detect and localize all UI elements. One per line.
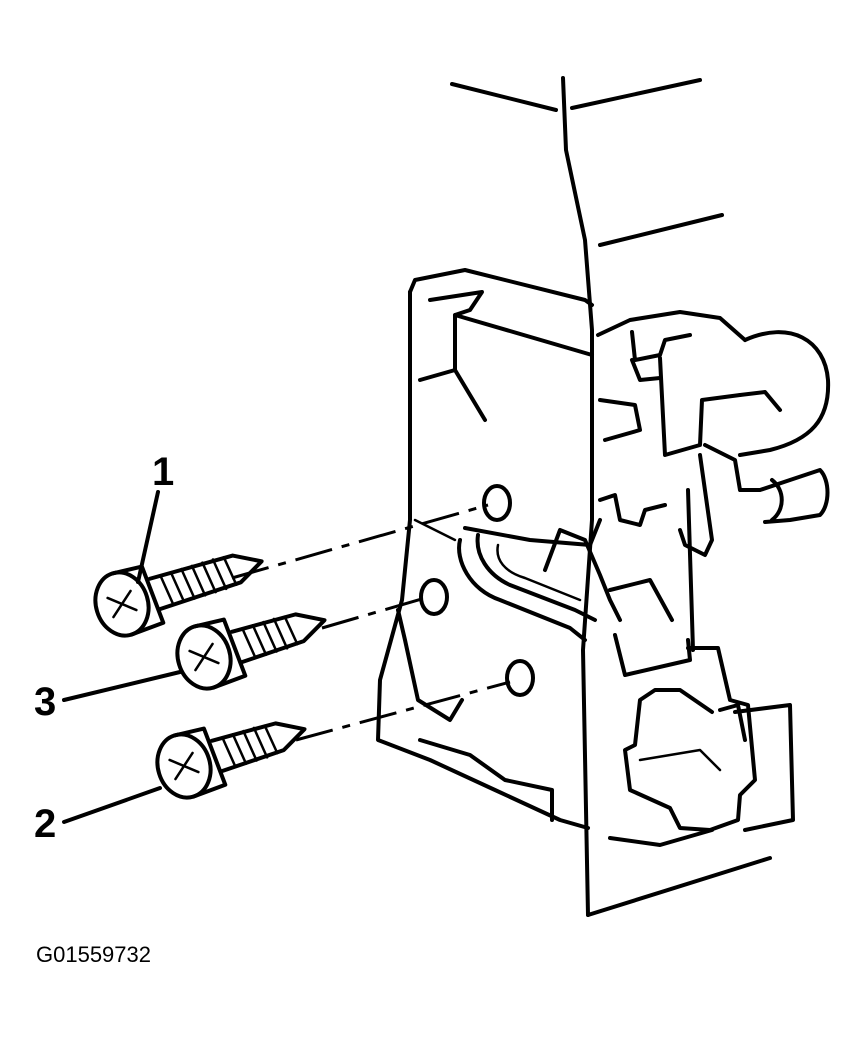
leader-lines xyxy=(62,490,182,824)
latch-fork xyxy=(457,493,692,677)
alignment-line-screw-1 xyxy=(231,503,489,580)
latch-actuator xyxy=(596,310,831,847)
leader-line-2 xyxy=(62,786,162,824)
mounting-hole-lower xyxy=(505,659,535,697)
latch-bracket xyxy=(376,268,594,830)
mounting-hole-upper xyxy=(482,484,512,522)
callout-label-2: 2 xyxy=(34,802,57,846)
alignment-line-screw-2 xyxy=(295,680,511,742)
leader-line-3 xyxy=(62,670,182,702)
screw-1 xyxy=(93,553,264,638)
callout-label-3: 3 xyxy=(34,680,57,724)
screw-2 xyxy=(155,721,307,800)
alignment-line-screw-3 xyxy=(321,596,426,630)
callout-label-1: 1 xyxy=(152,450,175,494)
alignment-lines xyxy=(231,503,511,742)
figure-id: G01559732 xyxy=(36,942,151,967)
mounting-holes xyxy=(419,484,535,697)
leader-line-1 xyxy=(136,490,160,584)
mounting-hole-middle xyxy=(419,578,449,616)
screw-3 xyxy=(175,612,327,691)
door-frame xyxy=(450,76,795,917)
